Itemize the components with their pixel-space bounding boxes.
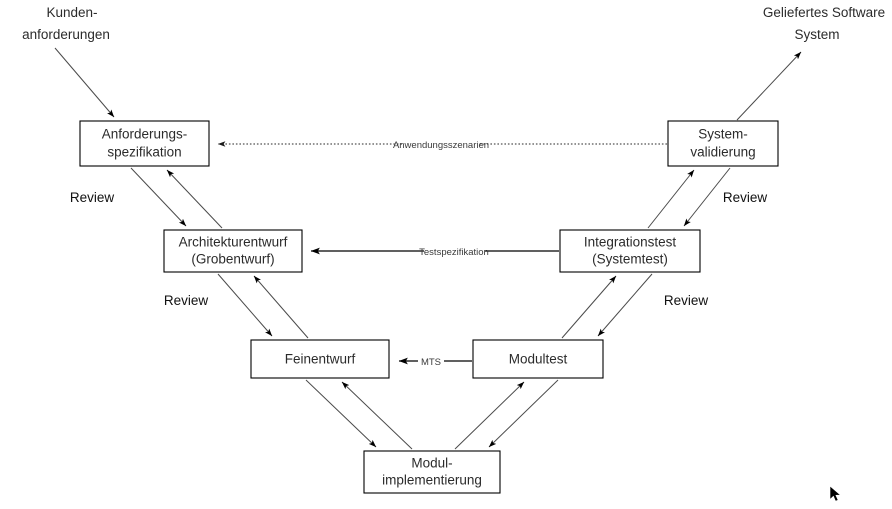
label-geliefertes-software-system-line2: System xyxy=(794,27,839,42)
mouse-pointer-icon xyxy=(829,485,842,502)
edge-modultest-up-to-integrationstest xyxy=(561,275,617,339)
review-label-left-top: Review xyxy=(70,190,115,205)
label-kundenanforderungen-line1: Kunden- xyxy=(46,5,97,20)
edge-anwendungsszenarien: Anwendungsszenarien xyxy=(217,140,667,151)
edge-architektur-up-to-anforderung xyxy=(166,169,223,229)
box-architekturentwurf[interactable]: Architekturentwurf (Grobentwurf) xyxy=(163,229,303,273)
edge-testspezifikation: Testspezifikation xyxy=(310,247,559,258)
box-feinentwurf-line1: Feinentwurf xyxy=(285,352,356,367)
label-kundenanforderungen: Kunden- anforderungen xyxy=(22,5,110,42)
label-geliefertes-software-system: Geliefertes Software System xyxy=(763,5,885,42)
edge-feinentwurf-down-to-modulimplementierung xyxy=(305,379,377,448)
box-anforderungsspezifikation-line1: Anforderungs- xyxy=(102,127,188,142)
box-anforderungsspezifikation[interactable]: Anforderungs- spezifikation xyxy=(79,120,210,167)
box-systemvalidierung-line2: validierung xyxy=(690,145,755,160)
edge-anforderung-down-to-architektur xyxy=(130,167,187,227)
box-systemvalidierung[interactable]: System- validierung xyxy=(667,120,779,167)
label-geliefertes-software-system-line1: Geliefertes Software xyxy=(763,5,885,20)
review-label-right-top: Review xyxy=(723,190,768,205)
edge-modulimplementierung-up-to-modultest xyxy=(454,381,525,450)
box-modultest-line1: Modultest xyxy=(509,352,568,367)
box-integrationstest-line1: Integrationstest xyxy=(584,235,677,250)
box-modultest[interactable]: Modultest xyxy=(472,339,604,379)
box-modulimplementierung[interactable]: Modul- implementierung xyxy=(363,450,501,494)
review-label-right-bottom: Review xyxy=(664,293,709,308)
edge-modultest-down-to-modulimplementierung xyxy=(488,379,559,448)
box-systemvalidierung-line1: System- xyxy=(698,127,748,142)
box-integrationstest-line2: (Systemtest) xyxy=(592,252,668,267)
edge-integrationstest-down-to-modultest xyxy=(597,273,653,337)
box-modulimplementierung-line2: implementierung xyxy=(382,473,482,488)
edge-architektur-down-to-feinentwurf xyxy=(217,273,273,337)
edge-label-mts: MTS xyxy=(421,357,441,368)
edge-systemvalidierung-to-geliefertes-system xyxy=(736,51,802,121)
box-anforderungsspezifikation-line2: spezifikation xyxy=(107,145,181,160)
box-architekturentwurf-line1: Architekturentwurf xyxy=(179,235,288,250)
review-label-left-bottom: Review xyxy=(164,293,209,308)
box-architekturentwurf-line2: (Grobentwurf) xyxy=(191,252,274,267)
box-modulimplementierung-line1: Modul- xyxy=(411,456,452,471)
edge-kundenanforderungen-to-anforderungsspezifikation xyxy=(54,47,115,118)
box-feinentwurf[interactable]: Feinentwurf xyxy=(250,339,390,379)
edge-label-testspezifikation: Testspezifikation xyxy=(419,247,489,258)
edge-mts: MTS xyxy=(398,357,472,368)
box-integrationstest[interactable]: Integrationstest (Systemtest) xyxy=(559,229,701,273)
edge-systemvalidierung-down-to-integrationstest xyxy=(683,167,731,227)
edge-integrationstest-up-to-systemvalidierung xyxy=(647,169,695,229)
edge-feinentwurf-up-to-architektur xyxy=(253,275,309,339)
edge-label-anwendungsszenarien: Anwendungsszenarien xyxy=(393,140,489,151)
label-kundenanforderungen-line2: anforderungen xyxy=(22,27,110,42)
edge-modulimplementierung-up-to-feinentwurf xyxy=(341,381,413,450)
